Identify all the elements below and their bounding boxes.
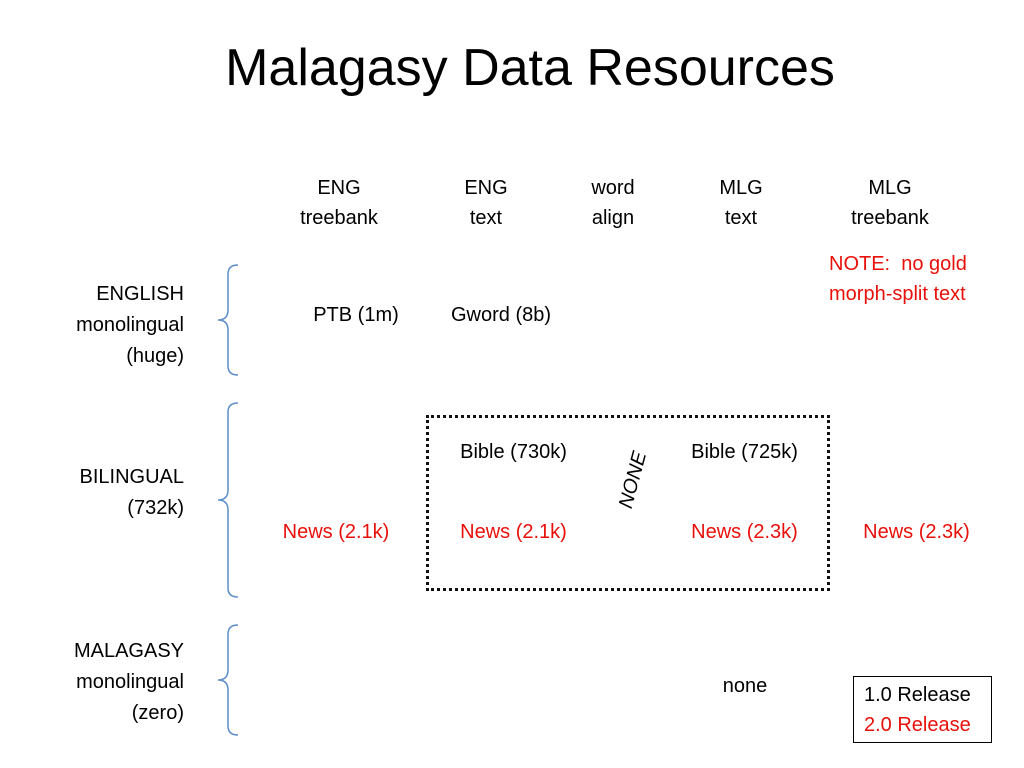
bilingual-dotted-box (426, 415, 830, 591)
slide-title: Malagasy Data Resources (225, 39, 835, 97)
cell-news-eng-text: News (2.1k) (460, 521, 567, 543)
left-brace-icon (217, 402, 239, 598)
row-label-line: (732k) (127, 497, 184, 519)
row-label-line: (huge) (126, 345, 184, 367)
column-header-line: treebank (300, 207, 378, 229)
note-text: NOTE: no gold morph-split text (829, 249, 1019, 309)
column-header-eng-treebank: ENG treebank (269, 173, 409, 233)
release-legend: 1.0 Release 2.0 Release (853, 676, 992, 743)
row-label-line: monolingual (76, 671, 184, 693)
column-header-line: word (591, 177, 635, 199)
column-header-line: text (469, 207, 503, 229)
row-label-english-monolingual: ENGLISH monolingual (huge) (0, 279, 184, 372)
row-label-line: ENGLISH (96, 283, 184, 305)
row-label-malagasy-monolingual: MALAGASY monolingual (zero) (0, 636, 184, 729)
column-header-line: ENG (464, 177, 508, 199)
column-header-line: MLG (719, 177, 763, 199)
row-label-bilingual: BILINGUAL (732k) (0, 462, 184, 524)
column-header-line: MLG (868, 177, 912, 199)
column-header-mlg-text: MLG text (671, 173, 811, 233)
note-line: NOTE: no gold (829, 253, 967, 275)
column-header-word-align: word align (543, 173, 683, 233)
cell-news-mlg-text: News (2.3k) (691, 521, 798, 543)
cell-mlg-none: none (722, 675, 768, 697)
column-header-line: text (724, 207, 758, 229)
cell-news-eng-treebank: News (2.1k) (282, 521, 390, 543)
cell-bible-mlg: Bible (725k) (691, 441, 798, 463)
cell-ptb: PTB (1m) (313, 304, 399, 326)
row-label-line: BILINGUAL (79, 466, 184, 488)
column-header-mlg-treebank: MLG treebank (820, 173, 960, 233)
legend-release-1: 1.0 Release (864, 684, 971, 706)
legend-release-2: 2.0 Release (864, 714, 971, 736)
row-label-line: monolingual (76, 314, 184, 336)
left-brace-icon (217, 624, 239, 736)
row-label-line: (zero) (131, 702, 184, 724)
left-brace-icon (217, 264, 239, 376)
column-header-eng-text: ENG text (416, 173, 556, 233)
column-header-line: ENG (317, 177, 361, 199)
cell-news-mlg-treebank: News (2.3k) (863, 521, 970, 543)
row-label-line: MALAGASY (73, 640, 184, 662)
note-line: morph-split text (829, 283, 966, 305)
column-header-line: align (591, 207, 635, 229)
cell-gword: Gword (8b) (450, 304, 552, 326)
column-header-line: treebank (851, 207, 929, 229)
cell-bible-eng: Bible (730k) (460, 441, 567, 463)
